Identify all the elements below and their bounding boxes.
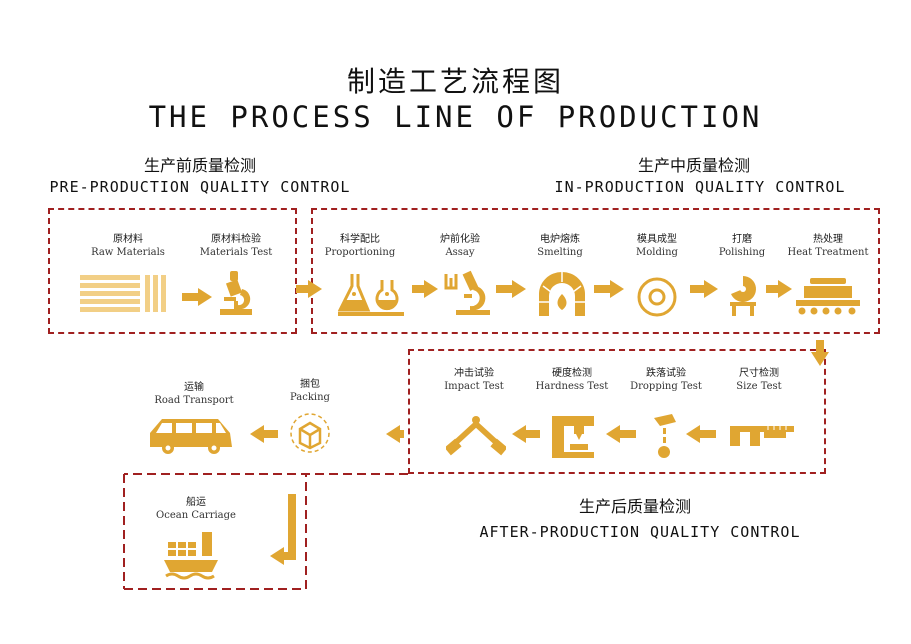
step-label-en: Impact Test [444, 381, 504, 392]
step-label-zh: 硬度检测 [552, 368, 592, 379]
ship-icon [164, 532, 218, 580]
step-label-en: Ocean Carriage [156, 510, 236, 521]
arrow-left-icon [606, 425, 636, 443]
step-label-zh: 冲击试验 [454, 368, 494, 379]
section-in-title-en: IN-PRODUCTION QUALITY CONTROL [554, 178, 846, 196]
step-label-en: Heat Treatment [787, 247, 869, 258]
flasks-icon [338, 274, 404, 316]
step-molding: 模具成型 Molding [607, 233, 707, 259]
step-road-transport: 运输 Road Transport [144, 381, 244, 407]
impact-test-icon [446, 416, 506, 456]
step-label-zh: 尺寸检测 [739, 368, 779, 379]
step-proportioning: 科学配比 Proportioning [310, 233, 410, 259]
microscope-icon [444, 270, 490, 315]
arrow-right-icon [594, 280, 624, 298]
step-label-zh: 打磨 [732, 234, 752, 245]
in-production-box [311, 208, 880, 334]
after-production-box [408, 349, 826, 474]
step-label-zh: 模具成型 [637, 234, 677, 245]
arrow-right-icon [690, 280, 718, 298]
heat-treatment-icon [796, 278, 860, 315]
step-label-en: Materials Test [199, 247, 273, 258]
arrow-right-icon [766, 280, 792, 298]
step-impact-test: 冲击试验 Impact Test [424, 367, 524, 393]
step-hardness-test: 硬度检测 Hardness Test [522, 367, 622, 393]
step-packing: 捆包 Packing [260, 378, 360, 404]
step-dropping-test: 跌落试验 Dropping Test [616, 367, 716, 393]
step-size-test: 尺寸检测 Size Test [709, 367, 809, 393]
step-label-en: Hardness Test [535, 381, 609, 392]
step-label-en: Packing [290, 392, 330, 403]
step-label-en: Polishing [718, 247, 766, 258]
step-label-zh: 科学配比 [340, 234, 380, 245]
section-after-title-zh: 生产后质量检测 [578, 497, 691, 516]
step-label-en: Assay [445, 247, 475, 258]
step-label-zh: 热处理 [813, 234, 843, 245]
page-title-zh: 制造工艺流程图 [346, 65, 564, 98]
drop-test-icon [654, 414, 676, 458]
step-label-en: Dropping Test [630, 381, 702, 392]
arrow-left-icon [512, 425, 540, 443]
page-title-en: THE PROCESS LINE OF PRODUCTION [148, 100, 763, 134]
section-after-title-en: AFTER-PRODUCTION QUALITY CONTROL [479, 523, 801, 541]
section-pre-title-zh: 生产前质量检测 [143, 156, 256, 175]
arrow-right-icon [296, 280, 322, 298]
section-in-title-zh: 生产中质量检测 [637, 156, 750, 175]
step-label-zh: 原材料 [113, 234, 143, 245]
step-label-en: Road Transport [154, 395, 234, 406]
step-label-en: Size Test [736, 381, 782, 392]
step-label-zh: 电炉熔炼 [540, 234, 580, 245]
arrow-left-icon [386, 425, 404, 443]
microscope-icon [220, 271, 252, 315]
section-pre-title-en: PRE-PRODUCTION QUALITY CONTROL [49, 178, 351, 196]
arrow-right-icon [182, 288, 212, 306]
packing-box-icon [290, 413, 330, 453]
arrow-down-left-icon [270, 494, 296, 565]
arrow-down-icon [811, 340, 829, 366]
step-label-en: Smelting [537, 247, 583, 258]
arrow-right-icon [496, 280, 526, 298]
step-label-en: Proportioning [324, 247, 396, 258]
arrow-left-icon [686, 425, 716, 443]
step-label-zh: 捆包 [300, 379, 320, 390]
polishing-icon [730, 276, 756, 316]
raw-materials-icon [80, 275, 166, 312]
arrow-left-icon [250, 425, 278, 443]
hardness-tester-icon [552, 416, 594, 458]
mold-disc-icon [637, 277, 677, 317]
step-label-zh: 原材料检验 [211, 234, 261, 245]
step-label-zh: 炉前化验 [440, 234, 480, 245]
truck-icon [150, 419, 232, 454]
step-smelting: 电炉熔炼 Smelting [510, 233, 610, 259]
step-assay: 炉前化验 Assay [410, 233, 510, 259]
step-materials-test: 原材料检验 Materials Test [186, 233, 286, 259]
caliper-icon [730, 426, 794, 446]
step-raw-materials: 原材料 Raw Materials [78, 233, 178, 259]
furnace-icon [539, 272, 585, 316]
step-label-en: Raw Materials [91, 247, 165, 258]
step-ocean-carriage: 船运 Ocean Carriage [146, 496, 246, 522]
step-label-en: Molding [636, 247, 678, 258]
pre-production-box [48, 208, 297, 334]
step-label-zh: 船运 [186, 497, 206, 508]
step-polishing: 打磨 Polishing [692, 233, 792, 259]
step-heat-treatment: 热处理 Heat Treatment [778, 233, 878, 259]
step-label-zh: 跌落试验 [646, 368, 686, 379]
arrow-right-icon [412, 280, 438, 298]
step-label-zh: 运输 [184, 382, 204, 393]
